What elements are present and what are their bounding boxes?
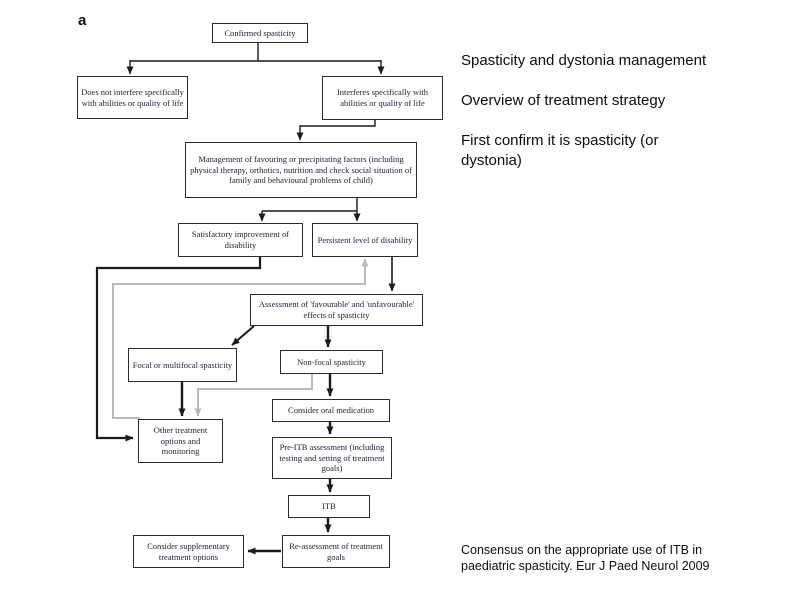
flowchart-node-focal: Focal or multifocal spasticity: [128, 348, 237, 382]
flowchart-node-assessment: Assessment of 'favourable' and 'unfavour…: [250, 294, 423, 326]
flowchart-node-preitb: Pre-ITB assessment (including testing an…: [272, 437, 392, 479]
flowchart-node-interferes: Interferes specifically with abilities o…: [322, 76, 443, 120]
flowchart-node-satisfactory: Satisfactory improvement of disability: [178, 223, 303, 257]
flowchart-node-management: Management of favouring or precipitating…: [185, 142, 417, 198]
citation-text: Consensus on the appropriate use of ITB …: [461, 543, 710, 573]
flowchart-node-oral: Consider oral medication: [272, 399, 390, 422]
flowchart-node-supplementary: Consider supplementary treatment options: [133, 535, 244, 568]
annotation-note: First confirm it is spasticity (or dysto…: [461, 132, 659, 169]
flowchart-node-itb: ITB: [288, 495, 370, 518]
flowchart-node-no-interfere: Does not interfere specifically with abi…: [77, 76, 188, 119]
panel-label: a: [78, 12, 87, 29]
flowchart-node-confirmed: Confirmed spasticity: [212, 23, 308, 43]
annotation-title: Spasticity and dystonia management: [461, 52, 707, 69]
flowchart-node-reassess: Re-assessment of treatment goals: [282, 535, 390, 568]
flowchart-node-other: Other treatment options and monitoring: [138, 419, 223, 463]
annotation-subtitle: Overview of treatment strategy: [461, 92, 666, 109]
flowchart-node-nonfocal: Non-focal spasticity: [280, 350, 383, 374]
flowchart-node-persistent: Persistent level of disability: [312, 223, 418, 257]
